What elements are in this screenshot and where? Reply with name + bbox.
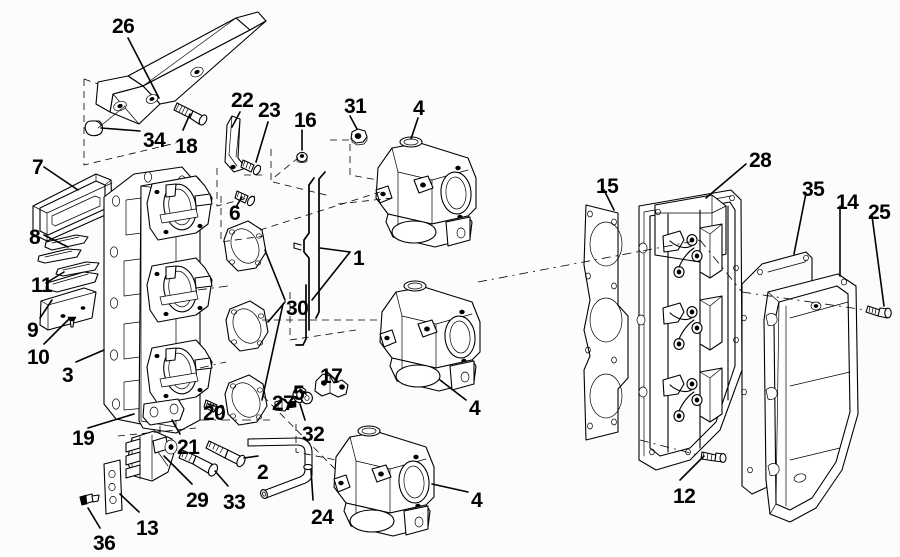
- part-9-leaf-plate: [39, 287, 97, 331]
- callout-15: 15: [596, 175, 619, 198]
- part-13-anchor-plate: [103, 459, 123, 515]
- gasket-1: [223, 220, 267, 272]
- part-17-cam-follower-lever: [314, 373, 349, 398]
- part-4-carburetor-top: [375, 136, 477, 248]
- part-18-screw-long: [173, 102, 208, 126]
- callout-13: 13: [136, 517, 159, 540]
- callout-23: 23: [258, 99, 281, 122]
- part-23-screw-bracket: [240, 159, 262, 176]
- callout-28: 28: [749, 149, 772, 172]
- callout-36: 36: [93, 532, 116, 555]
- part-31-nut: [350, 128, 368, 146]
- part-11-reed-stop: [45, 271, 99, 293]
- callout-14: 14: [836, 191, 859, 214]
- callout-24: 24: [311, 506, 334, 529]
- part-15-air-silencer-gasket: [583, 204, 629, 441]
- callout-35: 35: [802, 178, 825, 201]
- callout-3: 3: [62, 364, 74, 387]
- assembly-alignment-lines: [83, 78, 867, 471]
- callout-32: 32: [302, 423, 325, 446]
- callout-27: 27: [272, 392, 295, 415]
- manifold-barrel-1: [146, 175, 213, 241]
- callout-16: 16: [294, 109, 317, 132]
- callout-25: 25: [868, 201, 891, 224]
- callout-10: 10: [27, 346, 50, 369]
- part-22-throttle-lever-bracket: [224, 115, 247, 173]
- callout-34: 34: [143, 129, 166, 152]
- part-8-reed-petal: [37, 234, 100, 277]
- part-3-intake-manifold: [103, 166, 213, 434]
- callout-leader-lines: [39, 37, 885, 529]
- manifold-barrel-3: [146, 339, 213, 405]
- callout-19: 19: [72, 427, 95, 450]
- part-4-carburetor-bottom: [333, 425, 435, 537]
- part-4-carburetor-middle: [379, 280, 481, 392]
- part-26-intake-air-tube: [95, 11, 267, 125]
- callout-6: 6: [229, 202, 241, 225]
- base-fitting-2: [662, 302, 703, 350]
- callout-1: 1: [353, 247, 365, 270]
- part-21-idle-stop-bracket: [125, 430, 178, 482]
- callout-31: 31: [344, 95, 367, 118]
- part-12-screw-silencer-base: [700, 451, 727, 463]
- part-1-throttle-link-rod: [293, 171, 326, 346]
- callout-29: 29: [186, 489, 209, 512]
- part-7-leaf-plate-housing: [32, 173, 113, 242]
- part-14-air-silencer-cover: [763, 273, 859, 523]
- callout-4-top: 4: [413, 97, 425, 120]
- part-25-screw-cover: [865, 305, 892, 319]
- callout-20: 20: [203, 402, 226, 425]
- part-20-screw-manifold: [203, 399, 225, 416]
- callout-33: 33: [223, 491, 246, 514]
- callout-5: 5: [293, 382, 305, 405]
- callout-2: 2: [257, 461, 269, 484]
- callout-26: 26: [112, 15, 135, 38]
- part-30-carburetor-gasket: [223, 220, 269, 426]
- callout-7: 7: [32, 156, 44, 179]
- callout-9: 9: [27, 319, 39, 342]
- part-33-screw-tapered: [178, 449, 219, 477]
- manifold-barrel-2: [146, 257, 213, 323]
- part-16-link-bushing: [296, 151, 308, 163]
- part-34-plug-cap: [84, 120, 104, 137]
- part-36-screw-anchor: [79, 493, 100, 506]
- callout-17: 17: [320, 365, 343, 388]
- callout-21: 21: [177, 436, 200, 459]
- callout-12: 12: [673, 485, 696, 508]
- gasket-2: [225, 300, 269, 352]
- part-2-bolt-stud: [205, 440, 246, 468]
- callout-4-middle: 4: [469, 397, 481, 420]
- base-fitting-1: [662, 230, 703, 278]
- callout-4-bottom: 4: [471, 489, 483, 512]
- part-5-washer: [301, 391, 313, 405]
- callout-18: 18: [175, 135, 198, 158]
- callout-30: 30: [286, 297, 309, 320]
- gasket-3: [224, 374, 268, 426]
- callout-11: 11: [31, 274, 53, 297]
- callout-8: 8: [29, 226, 41, 249]
- base-fitting-3: [662, 374, 703, 422]
- part-28-air-silencer-base: [636, 189, 743, 471]
- callout-22: 22: [231, 89, 254, 112]
